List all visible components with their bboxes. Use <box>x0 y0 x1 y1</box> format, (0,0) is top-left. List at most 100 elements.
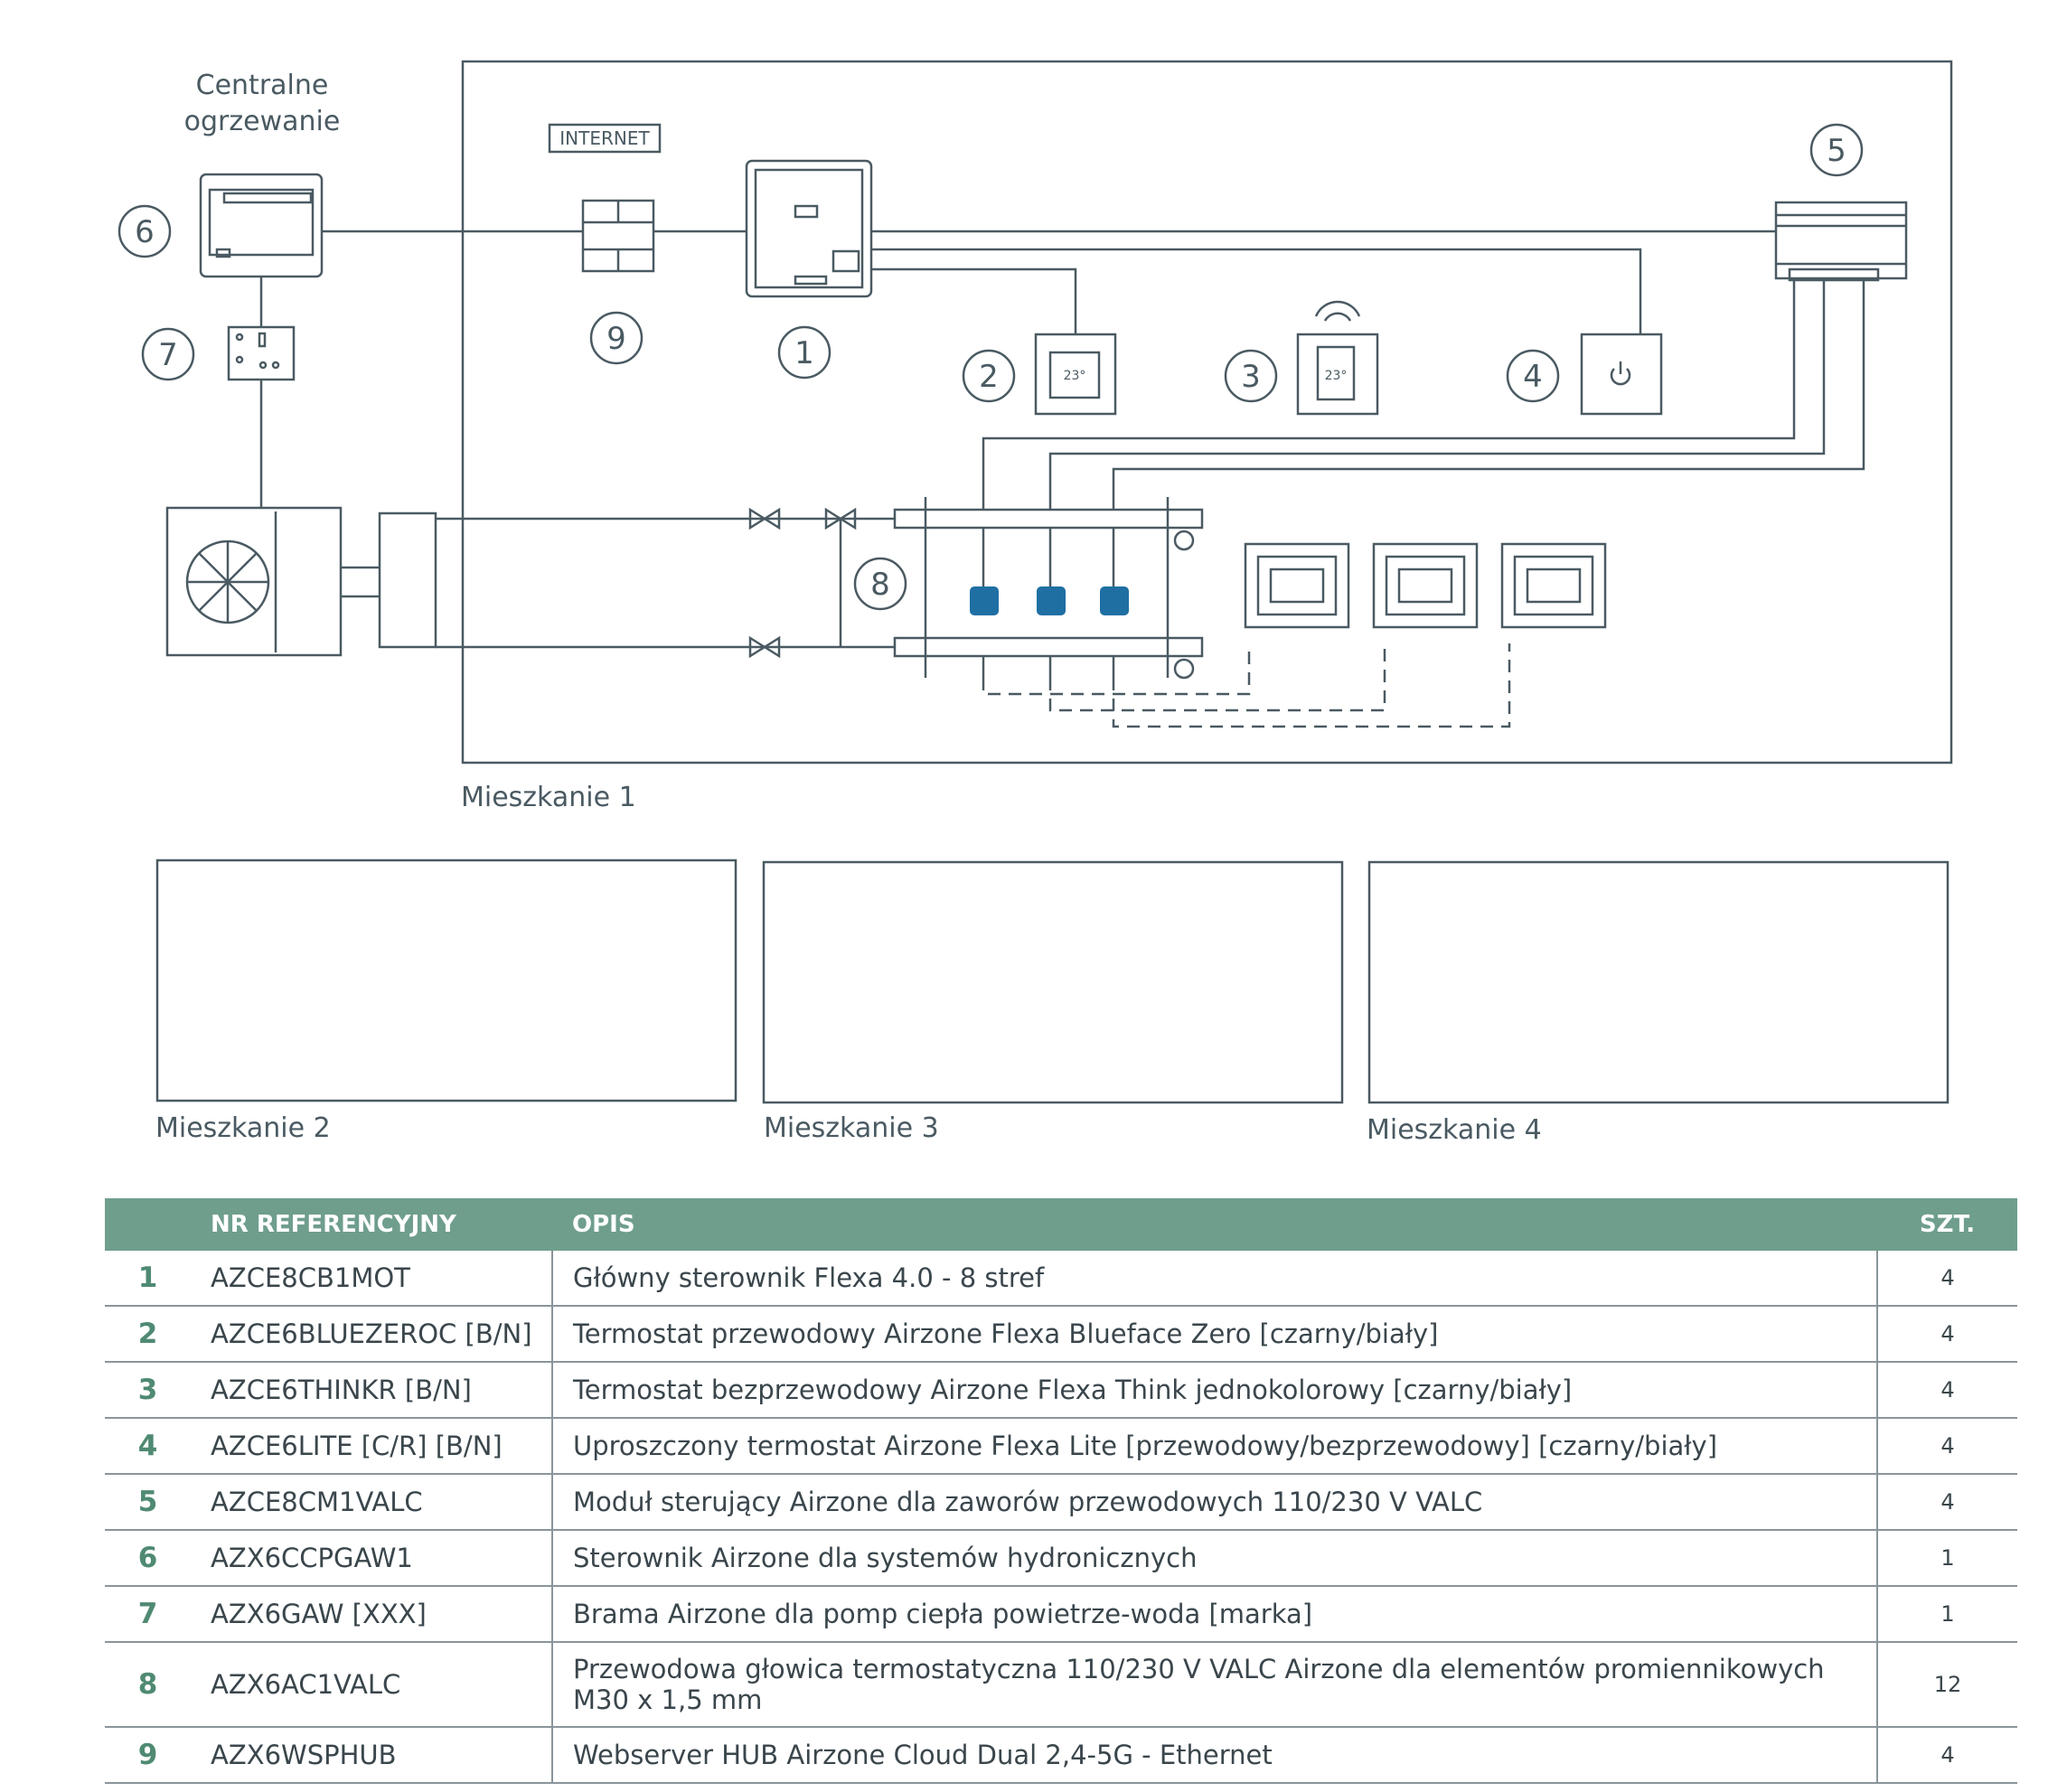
row-quantity: 4 <box>1877 1474 2017 1531</box>
apartment-4-label: Mieszkanie 4 <box>1367 1114 1542 1146</box>
internet-box <box>548 123 662 154</box>
actuator-line <box>982 280 1796 484</box>
row-number: 4 <box>105 1418 191 1475</box>
apartment-3-label: Mieszkanie 3 <box>764 1112 939 1144</box>
header-number <box>105 1198 191 1251</box>
row-description: Brama Airzone dla pomp ciepła powietrze-… <box>552 1586 1878 1643</box>
row-quantity: 4 <box>1877 1306 2017 1363</box>
row-number: 6 <box>105 1530 191 1587</box>
webserver-hub-icon <box>581 199 655 273</box>
row-quantity: 4 <box>1877 1362 2017 1419</box>
apartment-1-frame <box>461 60 1953 765</box>
header-qty: SZT. <box>1877 1198 2017 1251</box>
valve-icon <box>748 635 781 659</box>
row-quantity: 1 <box>1877 1530 2017 1587</box>
heat-pump-icon <box>165 506 437 657</box>
row-reference: AZX6CCPGAW1 <box>191 1530 553 1587</box>
callout-1 <box>777 325 831 380</box>
row-reference: AZCE6BLUEZEROC [B/N] <box>191 1306 553 1363</box>
central-heating-label-line2: ogrzewanie <box>184 106 341 137</box>
callout-2-number: 2 <box>979 359 999 395</box>
central-heating-label-line1: Centralne <box>196 70 329 101</box>
apartment-3-frame <box>762 860 1344 1104</box>
row-number: 5 <box>105 1474 191 1531</box>
row-quantity: 1 <box>1877 1586 2017 1643</box>
actuator-line <box>1112 280 1865 484</box>
callout-6 <box>117 204 172 258</box>
system-diagram: 1 2 3 4 5 6 7 8 9 INTERNET 23° 23° Centr… <box>117 60 1953 1146</box>
floor-loop-icon <box>1500 542 1607 629</box>
actuator-icon <box>970 586 999 615</box>
row-reference: AZCE6LITE [C/R] [B/N] <box>191 1418 553 1475</box>
row-quantity: 4 <box>1877 1418 2017 1475</box>
callout-7-number: 7 <box>158 337 178 373</box>
floor-loop-icon <box>1372 542 1479 629</box>
central-heating-controller-icon <box>199 173 324 278</box>
callout-6-number: 6 <box>135 214 155 250</box>
bus-line <box>871 267 1077 334</box>
callout-9 <box>589 311 644 365</box>
row-description: Sterownik Airzone dla systemów hydronicz… <box>552 1530 1878 1587</box>
row-reference: AZX6AC1VALC <box>191 1642 553 1728</box>
valve-module-icon <box>1774 201 1908 282</box>
row-description: Webserver HUB Airzone Cloud Dual 2,4-5G … <box>552 1727 1878 1784</box>
bus-line <box>871 248 1642 334</box>
internet-label: INTERNET <box>559 127 650 149</box>
apartment-1-label: Mieszkanie 1 <box>461 782 636 813</box>
row-description: Przewodowa głowica termostatyczna 110/23… <box>552 1642 1878 1728</box>
row-quantity: 12 <box>1877 1642 2017 1728</box>
row-number: 9 <box>105 1727 191 1784</box>
actuator-icon <box>1100 586 1129 615</box>
row-description: Termostat bezprzewodowy Airzone Flexa Th… <box>552 1362 1878 1419</box>
row-number: 3 <box>105 1362 191 1419</box>
callout-3 <box>1224 349 1278 403</box>
valve-icon <box>748 507 781 530</box>
row-description: Moduł sterujący Airzone dla zaworów prze… <box>552 1474 1878 1531</box>
row-quantity: 4 <box>1877 1251 2017 1307</box>
header-desc: OPIS <box>552 1198 1877 1251</box>
main-controller-icon <box>745 159 873 298</box>
header-ref: NR REFERENCYJNY <box>191 1198 552 1251</box>
apartment-2-label: Mieszkanie 2 <box>155 1112 331 1144</box>
row-reference: AZCE8CB1MOT <box>191 1251 553 1307</box>
gateway-icon <box>227 325 296 381</box>
callout-9-number: 9 <box>606 321 626 357</box>
thermostat-wireless-icon <box>1296 300 1379 416</box>
manifold-icon <box>893 484 1204 680</box>
floor-loop-icon <box>1244 542 1350 629</box>
row-number: 1 <box>105 1251 191 1307</box>
thermostat-lite-icon <box>1580 333 1663 416</box>
actuator-line <box>1048 280 1826 484</box>
table-header-row: NR REFERENCYJNY OPIS SZT. <box>105 1198 2017 1251</box>
thermostat-temp-label: 23° <box>1064 369 1086 383</box>
row-number: 8 <box>105 1642 191 1728</box>
row-quantity: 4 <box>1877 1727 2017 1784</box>
row-description: Uproszczony termostat Airzone Flexa Lite… <box>552 1418 1878 1475</box>
callout-3-number: 3 <box>1241 359 1261 395</box>
row-description: Główny sterownik Flexa 4.0 - 8 stref <box>552 1251 1878 1307</box>
row-reference: AZCE6THINKR [B/N] <box>191 1362 553 1419</box>
apartment-4-frame <box>1367 860 1950 1104</box>
thermostat-temp-label-2: 23° <box>1325 369 1348 383</box>
callout-4 <box>1506 349 1560 403</box>
mixing-valve-icon <box>824 507 857 530</box>
row-description: Termostat przewodowy Airzone Flexa Bluef… <box>552 1306 1878 1363</box>
callout-8 <box>853 557 907 611</box>
callout-2 <box>962 349 1016 403</box>
row-reference: AZCE8CM1VALC <box>191 1474 553 1531</box>
actuator-icon <box>1037 586 1066 615</box>
apartment-2-frame <box>155 858 738 1102</box>
callout-5 <box>1809 123 1864 177</box>
row-reference: AZX6WSPHUB <box>191 1727 553 1784</box>
callout-1-number: 1 <box>794 335 814 371</box>
